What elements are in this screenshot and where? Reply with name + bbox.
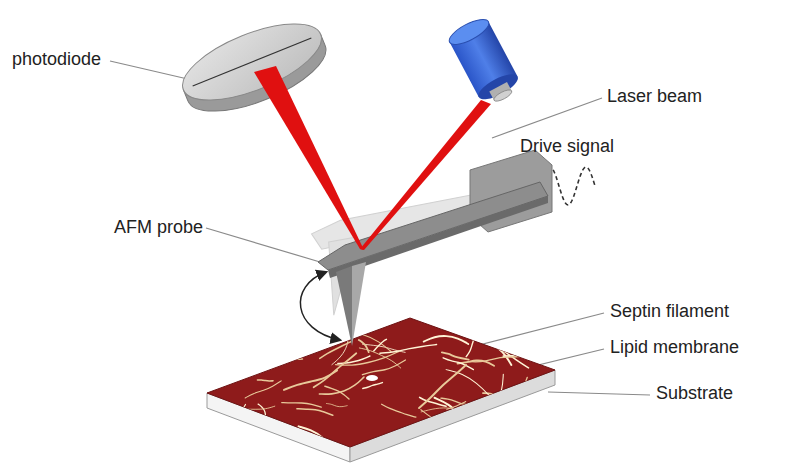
septin-filament-stroke (456, 410, 481, 426)
lipid-membrane-surface (207, 318, 555, 447)
septin-filament-stroke (227, 323, 238, 340)
filament-cluster (366, 375, 378, 381)
septin-filament-stroke (518, 348, 539, 354)
septin-filament-stroke (359, 340, 369, 352)
septin-filament-stroke (257, 380, 273, 381)
leader-line (492, 98, 602, 138)
photodiode-disc (173, 8, 336, 126)
laser-source (446, 15, 524, 109)
septin-filament-stroke (363, 383, 383, 389)
septin-filament-stroke (533, 412, 579, 417)
septin-filament-stroke (448, 438, 499, 448)
septin-filament-stroke (468, 354, 532, 362)
septin-filament-stroke (216, 324, 235, 326)
leader-lines (110, 61, 650, 395)
tip-face (336, 266, 352, 346)
septin-filament-stroke (359, 348, 400, 368)
septin-filament-stroke (478, 337, 528, 368)
septin-filament-stroke (245, 381, 281, 398)
leader-line (206, 228, 320, 262)
septin-filament-stroke (519, 416, 562, 419)
laser-aperture (492, 88, 513, 104)
septin-filament-stroke (511, 434, 569, 453)
septin-filament-stroke (320, 342, 351, 359)
septin-filament-stroke (226, 345, 280, 359)
septin-filament-stroke (487, 430, 532, 456)
reflected-beam (254, 66, 364, 250)
septin-filament-stroke (503, 348, 541, 356)
septin-filament-stroke (500, 400, 520, 424)
septin-filament-stroke (434, 398, 483, 437)
probe-label: AFM probe (114, 218, 203, 238)
septin-filament-stroke (444, 424, 470, 428)
septin-filament-stroke (338, 356, 370, 364)
photodiode-label: photodiode (12, 50, 101, 70)
septin-filament-stroke (498, 346, 520, 351)
tip-face (352, 262, 366, 346)
septin-filament-stroke (284, 370, 337, 390)
leader-line (548, 392, 650, 395)
membrane-label: Lipid membrane (610, 338, 739, 358)
septin-filament-stroke (319, 377, 364, 394)
laser-top (446, 15, 492, 50)
septin-filament-stroke (498, 427, 543, 428)
septin-filament-stroke (258, 404, 265, 418)
septin-filament-stroke (443, 358, 473, 370)
septin-filament-stroke (327, 404, 348, 407)
septin-filament-stroke (477, 374, 503, 426)
septin-filament-stroke (424, 336, 469, 344)
substrate-slab (207, 318, 583, 462)
septin-filament-stroke (504, 377, 528, 399)
incident-beam (360, 100, 491, 250)
substrate-label: Substrate (656, 384, 733, 404)
septin-filament-stroke (237, 406, 275, 409)
septin-filament-stroke (380, 345, 437, 354)
septin-filament-stroke (382, 404, 416, 417)
septin-filament-stroke (462, 334, 499, 335)
septin-filament-stroke (299, 426, 338, 457)
septin-filament-stroke (271, 325, 320, 334)
septin-filament-stroke (215, 428, 241, 431)
septin-filament-stroke (483, 393, 503, 400)
leader-line (420, 313, 604, 360)
septin-filament-stroke (421, 410, 458, 438)
disc-split-line (193, 38, 312, 86)
septin-filament-stroke (407, 433, 423, 435)
laser-bottom (475, 69, 521, 104)
septin-filament-stroke (419, 365, 466, 408)
septin-filament-stroke (539, 379, 582, 383)
afm-probe (318, 150, 552, 346)
septin-filament-stroke (374, 339, 387, 351)
leader-line (110, 61, 192, 80)
septin-filament-stroke (362, 360, 405, 375)
septin-filament-stroke (466, 330, 475, 357)
septin-filament-stroke (501, 400, 543, 419)
septin-filament-stroke (297, 409, 333, 416)
filament-label: Septin filament (610, 302, 729, 322)
disc-face (173, 8, 331, 115)
septin-filament-stroke (282, 403, 321, 408)
septin-filaments (215, 322, 582, 458)
septin-filament-stroke (224, 404, 245, 421)
septin-filament-stroke (525, 420, 554, 425)
septin-filament-stroke (421, 408, 480, 412)
septin-filament-stroke (235, 351, 302, 359)
septin-filament-stroke (478, 397, 493, 420)
drive-signal-label: Drive signal (520, 137, 614, 157)
deflection-arrow (300, 272, 340, 340)
laser-beam-label: Laser beam (607, 87, 702, 107)
septin-filament-stroke (425, 402, 481, 431)
